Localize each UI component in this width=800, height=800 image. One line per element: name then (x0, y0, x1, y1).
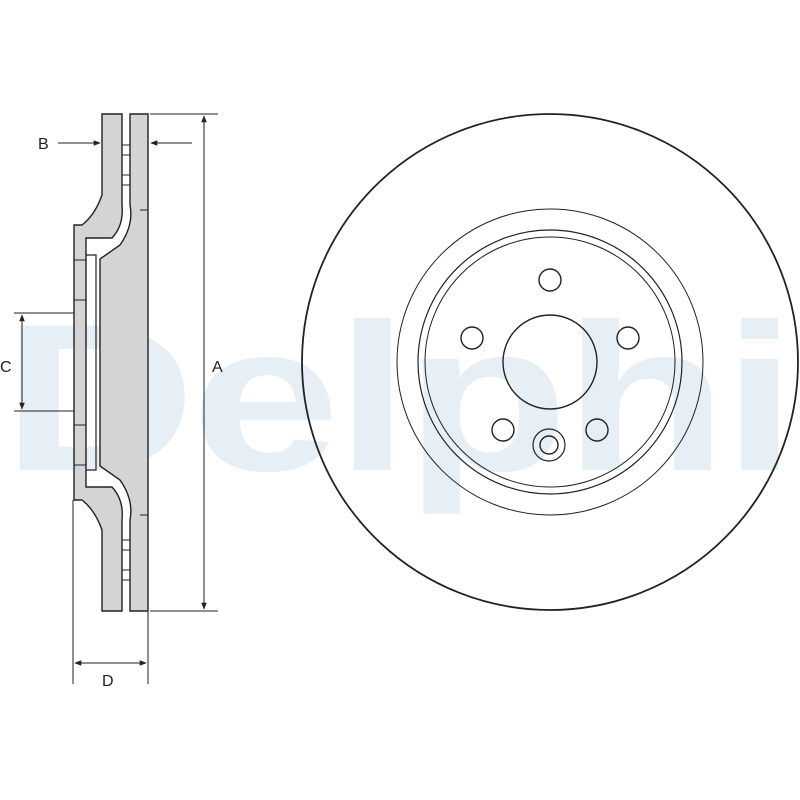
hat-outer-edge (417, 229, 683, 495)
locating-hole (539, 435, 559, 455)
locating-hole-outer (532, 428, 566, 462)
center-bore (502, 314, 598, 410)
bolt-hole (538, 268, 562, 292)
dimension-c-label: C (0, 359, 12, 376)
friction-inner-edge (396, 208, 704, 516)
bolt-hole (491, 418, 515, 442)
disc-outer-edge (301, 113, 799, 611)
dimension-b: B (38, 136, 192, 153)
bolt-hole (460, 326, 484, 350)
dimension-b-label: B (38, 136, 49, 153)
dimension-a: A (150, 113, 223, 612)
disc-cross-section (73, 113, 149, 612)
dimension-c: C (0, 312, 74, 412)
section-right-ring (99, 113, 149, 612)
bolt-hole (616, 326, 640, 350)
disc-front-view (301, 113, 799, 611)
dimension-d: D (72, 500, 149, 690)
hat-inner-edge (424, 236, 676, 488)
section-left-flange (73, 113, 123, 612)
bolt-hole (585, 418, 609, 442)
dimension-d-label: D (102, 673, 114, 690)
dimension-a-label: A (212, 359, 223, 376)
